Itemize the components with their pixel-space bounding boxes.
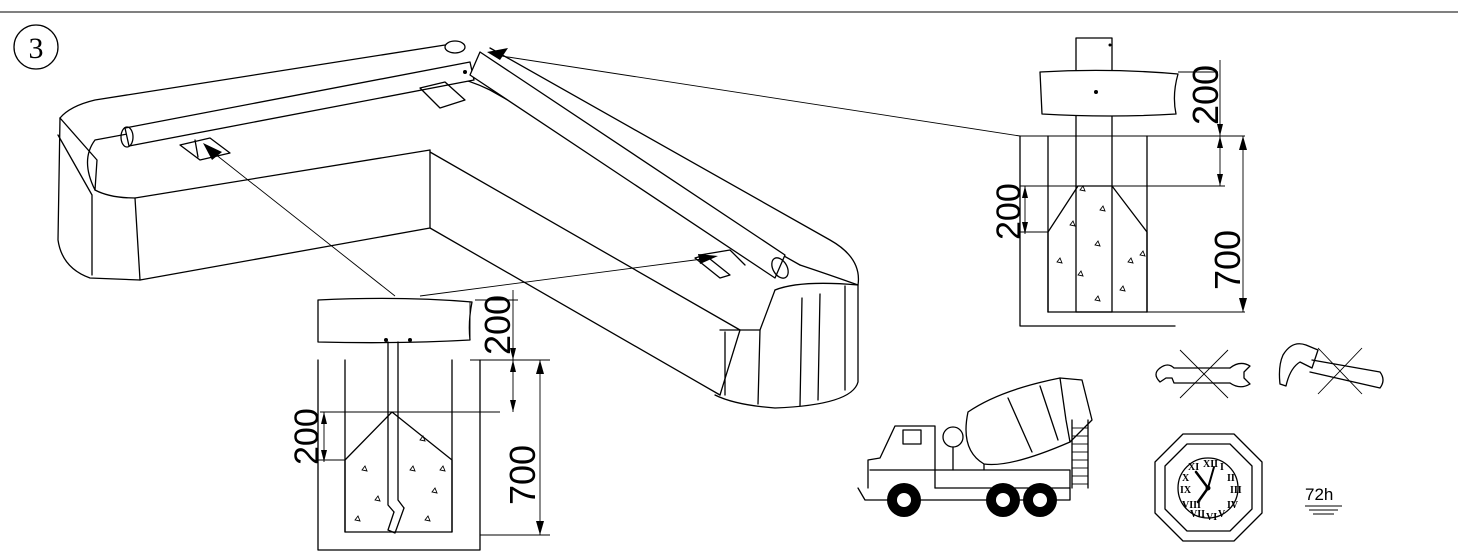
dimension-label: 700 bbox=[1207, 230, 1248, 290]
concrete-aggregate bbox=[1056, 185, 1146, 302]
cross-out-icon bbox=[1317, 347, 1363, 395]
clock-icon: XII III VI IX I II IV V VII VIII X XI bbox=[1154, 433, 1263, 542]
dimension-label: 200 bbox=[477, 295, 518, 355]
svg-text:VII: VII bbox=[1190, 509, 1205, 520]
svg-text:XII: XII bbox=[1203, 459, 1218, 470]
step-number: 3 bbox=[29, 32, 44, 65]
post-brackets bbox=[179, 81, 746, 279]
log-rail-left bbox=[120, 40, 475, 148]
svg-text:VIII: VIII bbox=[1182, 500, 1201, 511]
dimension-label: 200 bbox=[1185, 65, 1226, 125]
detail-bottom-footing: 200 200 700 bbox=[288, 290, 550, 551]
svg-text:III: III bbox=[1230, 485, 1242, 496]
cross-out-icon bbox=[1179, 349, 1229, 399]
svg-text:XI: XI bbox=[1188, 462, 1199, 473]
leader-lines bbox=[203, 48, 1021, 297]
concrete-mixer-truck-icon bbox=[857, 377, 1093, 517]
svg-text:IV: IV bbox=[1227, 500, 1239, 511]
dimension-label: 200 bbox=[990, 183, 1028, 240]
svg-text:V: V bbox=[1218, 509, 1226, 520]
svg-text:VI: VI bbox=[1206, 512, 1217, 523]
svg-text:II: II bbox=[1227, 473, 1235, 484]
detail-right-footing: 200 200 700 bbox=[990, 37, 1248, 327]
wrench-icon bbox=[1155, 349, 1251, 399]
concrete-aggregate bbox=[354, 435, 446, 522]
log-rail-right bbox=[469, 51, 789, 279]
dimension-label: 200 bbox=[288, 408, 326, 465]
dimension-label: 700 bbox=[502, 445, 543, 505]
curing-time-label: 72h bbox=[1305, 485, 1333, 504]
svg-text:IX: IX bbox=[1180, 485, 1192, 496]
svg-text:X: X bbox=[1182, 473, 1190, 484]
step-badge: 3 bbox=[13, 24, 59, 70]
svg-text:I: I bbox=[1220, 462, 1224, 473]
curing-time-marker: 72h bbox=[1305, 485, 1342, 515]
hammer-icon bbox=[1278, 343, 1384, 395]
